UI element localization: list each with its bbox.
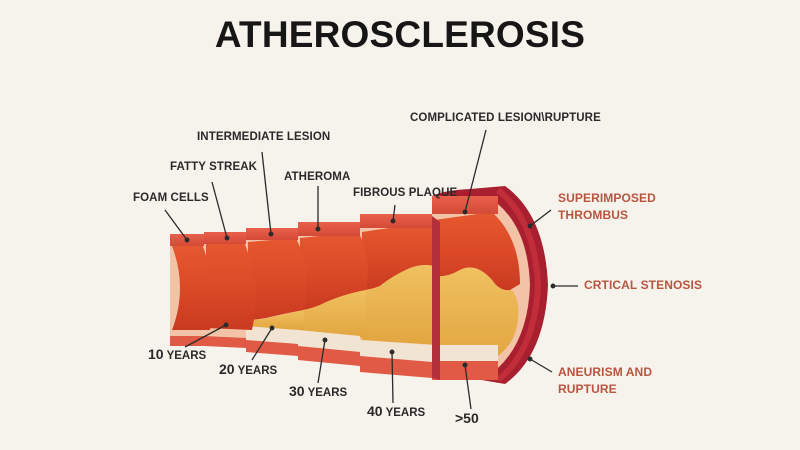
page-title: ATHEROSCLEROSIS <box>214 14 586 55</box>
stage-pointer-lines <box>164 129 487 243</box>
segment-fatty-streak <box>204 232 256 348</box>
complication-pointer-lines <box>527 209 578 373</box>
segment-foam-cells <box>170 234 213 346</box>
label-complicated-lesion: COMPLICATED LESION\RUPTURE <box>410 112 601 124</box>
age-label-over-50: >50 <box>455 410 479 426</box>
segment-atheroma <box>298 222 368 366</box>
label-intermediate-lesion: INTERMEDIATE LESION <box>197 131 331 143</box>
label-fibrous-plaque: FIBROUS PLAQUE <box>353 187 458 199</box>
label-critical-stenosis: CRTICAL STENOSIS <box>584 278 703 292</box>
label-superimposed-thrombus: SUPERIMPOSED THROMBUS <box>558 191 656 222</box>
label-foam-cells: FOAM CELLS <box>133 192 209 204</box>
label-fatty-streak: FATTY STREAK <box>170 161 258 173</box>
label-aneurism-rupture: ANEURISM AND RUPTURE <box>558 365 653 396</box>
segment-complicated-lesion <box>432 186 548 384</box>
label-atheroma: ATHEROMA <box>284 171 351 183</box>
age-pointer-lines <box>184 322 472 410</box>
segment-fibrous-plaque <box>360 214 441 380</box>
